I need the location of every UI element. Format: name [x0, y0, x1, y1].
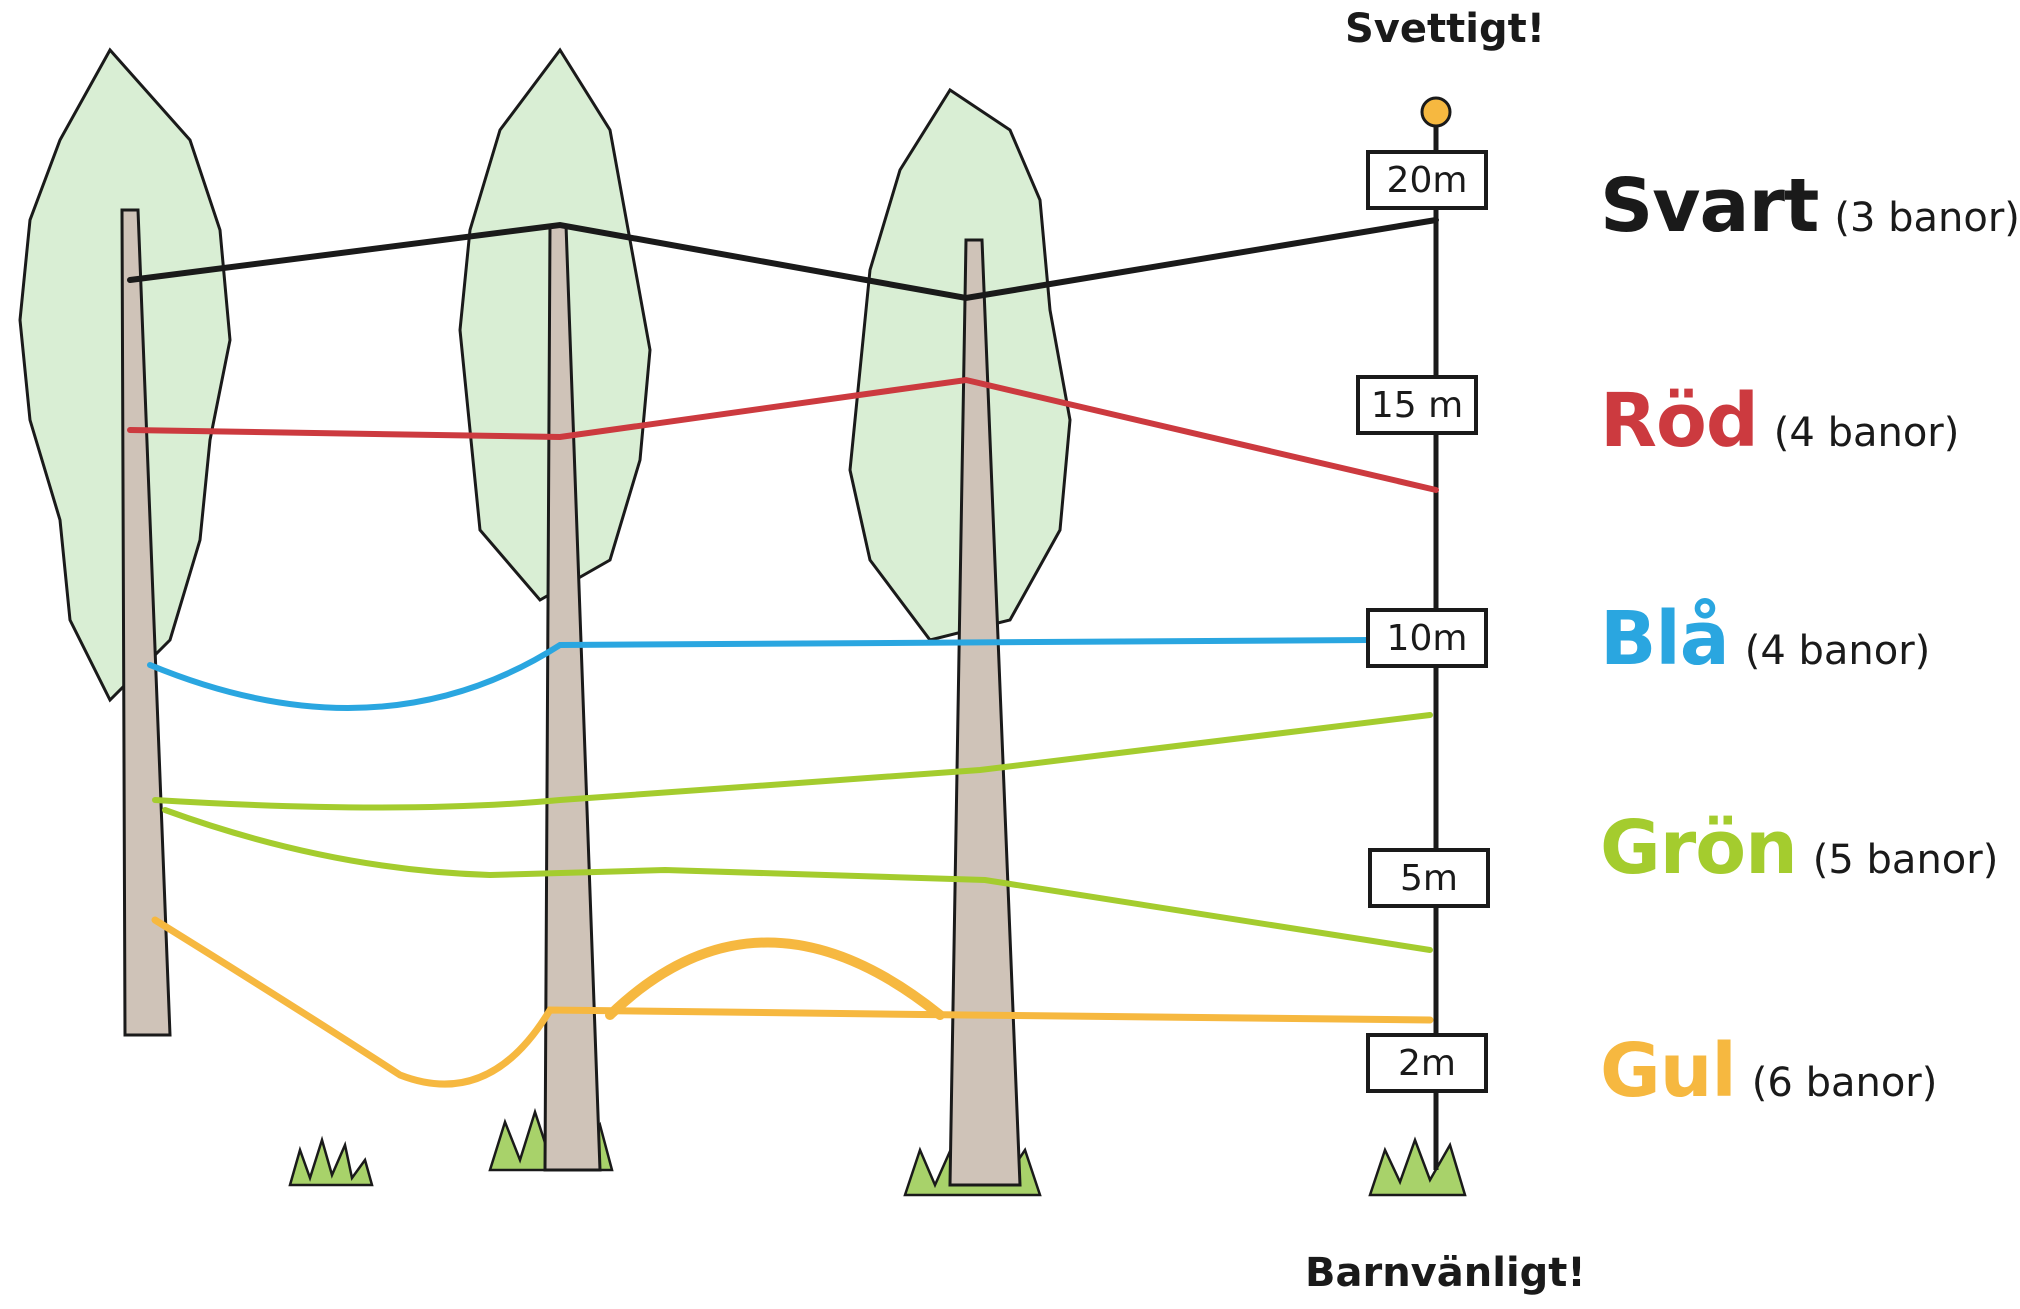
legend-course-black: Svart (3 banor)	[1600, 163, 2020, 249]
blue-course-line	[147, 637, 1373, 711]
red-course-line	[127, 376, 1439, 493]
height-sign-20	[1366, 150, 1488, 210]
course-count-blue: (4 banor)	[1744, 628, 1931, 674]
height-sign-5-label: 5m	[1400, 858, 1458, 899]
green-course-line-bottom	[162, 807, 1433, 953]
height-sign-15	[1356, 375, 1478, 435]
course-count-black: (3 banor)	[1834, 195, 2020, 241]
course-count-green: (5 banor)	[1812, 837, 1999, 883]
height-sign-20-label: 20m	[1387, 160, 1468, 201]
legend-course-green: Grön (5 banor)	[1600, 805, 1998, 891]
course-count-yellow: (6 banor)	[1751, 1060, 1938, 1106]
course-name-yellow: Gul	[1600, 1028, 1737, 1114]
black-course-line	[127, 217, 1439, 302]
course-lines	[127, 217, 1439, 1088]
height-sign-10-label: 10m	[1387, 618, 1468, 659]
course-name-green: Grön	[1600, 805, 1798, 891]
legend-course-red: Röd (4 banor)	[1600, 378, 1959, 464]
green-course-line-top	[152, 712, 1433, 811]
tree-foliage	[18, 47, 1072, 703]
course-name-red: Röd	[1600, 378, 1759, 464]
tree-trunks	[120, 208, 1022, 1187]
height-sign-2	[1366, 1033, 1488, 1093]
legend-course-yellow: Gul (6 banor)	[1600, 1028, 1937, 1114]
height-sign-5	[1368, 848, 1490, 908]
yellow-bridge-arch	[605, 937, 945, 1020]
course-name-blue: Blå	[1600, 596, 1730, 682]
top-label: Svettigt!	[1345, 6, 1545, 52]
course-name-black: Svart	[1600, 163, 1819, 249]
course-count-red: (4 banor)	[1773, 410, 1960, 456]
height-signs: 20m 15 m 10m 5m 2m	[1356, 150, 1490, 1093]
grass-tufts	[288, 1107, 1467, 1197]
height-sign-10	[1366, 608, 1488, 668]
height-sign-2-label: 2m	[1398, 1043, 1456, 1084]
legend-course-blue: Blå (4 banor)	[1600, 596, 1930, 682]
bottom-label: Barnvänligt!	[1305, 1250, 1586, 1296]
height-sign-15-label: 15 m	[1371, 385, 1463, 426]
yellow-course-line	[151, 916, 1434, 1088]
